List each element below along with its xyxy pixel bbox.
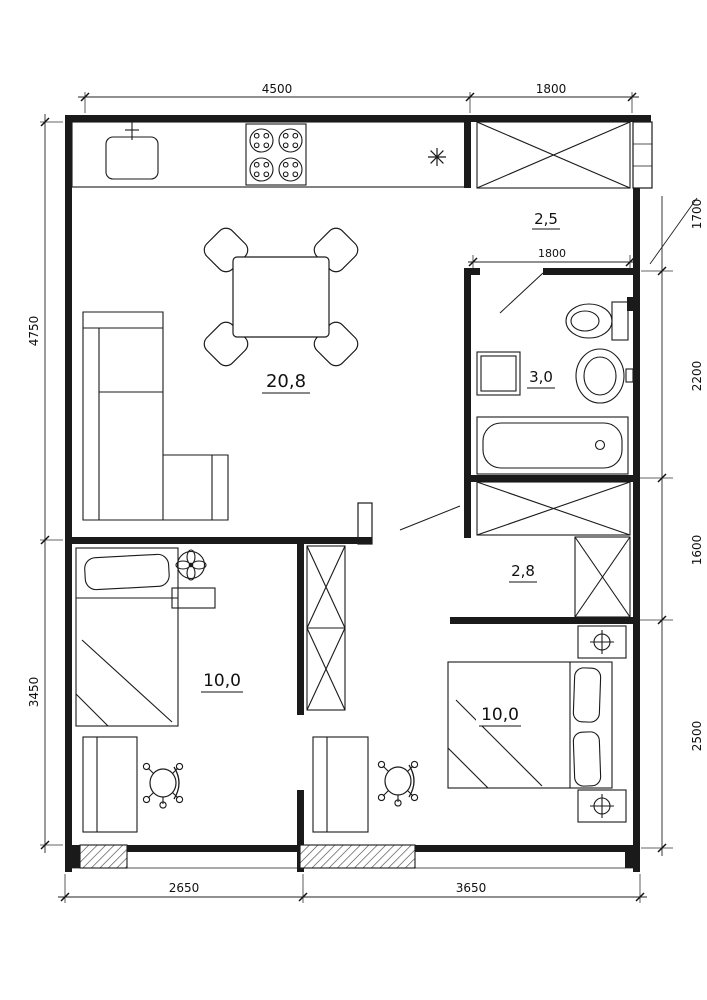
dim-right: 1700 2200 1600 2500 — [634, 196, 704, 856]
area-corridor: 2,8 — [511, 562, 535, 580]
office-chair-2 — [377, 760, 419, 807]
dim-interior: 1800 — [468, 247, 635, 269]
window-1 — [79, 844, 128, 869]
pillow — [84, 553, 170, 591]
walls — [65, 115, 653, 872]
sofa — [82, 311, 229, 521]
kitchen-counter — [71, 121, 466, 188]
dim-bottom-1: 2650 — [169, 881, 200, 895]
nightstand-1 — [577, 625, 627, 659]
dining-table — [203, 227, 359, 367]
bed-1 — [75, 547, 179, 727]
room-label-bedroom-2: 10,0 — [476, 700, 524, 727]
door-leaves — [399, 272, 544, 531]
stove-icon — [245, 123, 307, 186]
washbasin — [575, 348, 634, 404]
tall-wardrobe — [306, 545, 346, 711]
office-chair-1 — [142, 762, 184, 809]
pillow — [572, 667, 602, 723]
dim-right-3: 1600 — [690, 535, 704, 566]
dim-top: 4500 1800 — [78, 82, 639, 113]
dim-left-2: 3450 — [27, 677, 41, 708]
dim-left: 4750 3450 — [27, 114, 63, 853]
desk-1 — [82, 736, 138, 833]
dresser — [171, 587, 216, 609]
kitchen-sink — [105, 136, 159, 180]
washing-machine — [476, 351, 521, 396]
area-living-kitchen: 20,8 — [266, 371, 306, 392]
room-label-bathroom: 3,0 — [527, 368, 555, 389]
dim-left-1: 4750 — [27, 316, 41, 347]
desk-2 — [312, 736, 369, 833]
bed-2 — [447, 661, 613, 789]
area-bedroom-1: 10,0 — [203, 671, 241, 691]
fridge-marker-icon — [428, 148, 446, 166]
corridor-wardrobe-right — [574, 536, 631, 618]
dim-right-2: 2200 — [690, 361, 704, 392]
vent-shaft — [632, 121, 653, 189]
dim-bottom-2: 3650 — [456, 881, 487, 895]
pillow — [572, 731, 602, 787]
toilet — [565, 301, 629, 341]
bathtub — [476, 416, 629, 475]
bathroom-door-leaf — [499, 272, 544, 314]
area-bedroom-2: 10,0 — [481, 705, 519, 725]
room-label-corridor: 2,8 — [509, 562, 537, 583]
dim-interior-1: 1800 — [538, 247, 566, 260]
nightstand-2 — [577, 789, 627, 823]
area-bathroom: 3,0 — [529, 368, 553, 386]
room-label-bedroom-1: 10,0 — [201, 671, 243, 693]
dim-top-1: 4500 — [262, 82, 293, 96]
window-2 — [299, 844, 416, 869]
dim-bottom: 2650 3650 — [58, 874, 647, 903]
room-label-living-kitchen: 20,8 — [262, 371, 310, 394]
fan-icon — [175, 549, 207, 581]
room-label-entry: 2,5 — [532, 210, 560, 230]
dim-top-2: 1800 — [536, 82, 567, 96]
dim-right-4: 2500 — [690, 721, 704, 752]
dim-right-1: 1700 — [690, 199, 704, 230]
corridor-door-leaf — [399, 505, 461, 531]
corridor-wardrobe-top — [476, 481, 631, 536]
area-entry: 2,5 — [534, 210, 558, 228]
entry-wardrobe — [476, 121, 631, 189]
